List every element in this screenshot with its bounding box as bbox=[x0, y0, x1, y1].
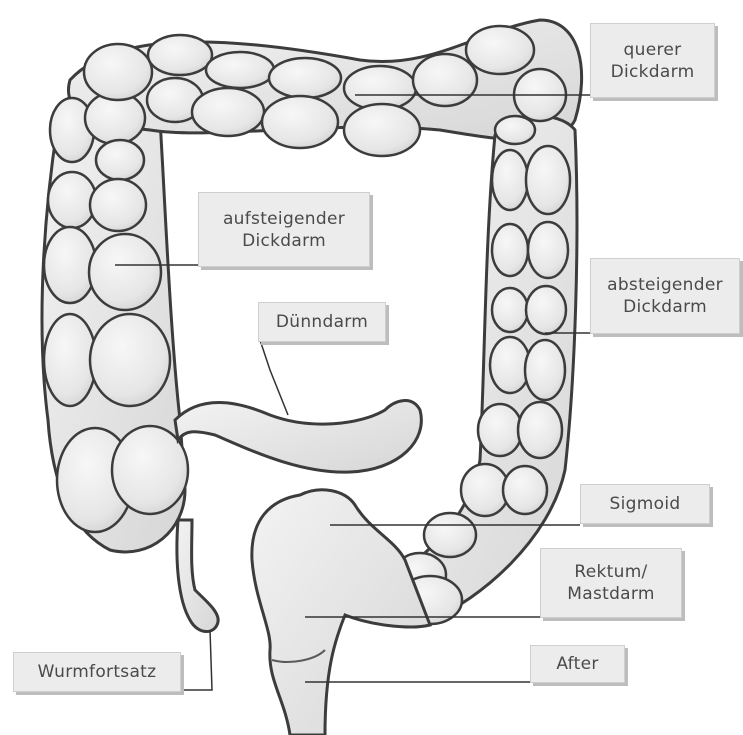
small-intestine bbox=[175, 401, 421, 473]
label-wurmfortsatz: Wurmfortsatz bbox=[13, 652, 181, 692]
label-wurmfortsatz-text: Wurmfortsatz bbox=[38, 661, 157, 683]
label-after: After bbox=[530, 645, 625, 683]
label-aufsteigender-line1: aufsteigender bbox=[223, 208, 345, 230]
label-aufsteigender-dickdarm: aufsteigender Dickdarm bbox=[198, 192, 370, 267]
label-rektum-line2: Mastdarm bbox=[567, 583, 654, 605]
label-querer-line1: querer bbox=[624, 39, 682, 61]
label-aufsteigender-line2: Dickdarm bbox=[242, 230, 326, 252]
label-duenndarm-text: Dünndarm bbox=[276, 311, 368, 333]
label-after-text: After bbox=[556, 653, 598, 675]
label-rektum-mastdarm: Rektum/ Mastdarm bbox=[540, 548, 682, 618]
label-sigmoid: Sigmoid bbox=[580, 484, 710, 524]
label-absteigender-dickdarm: absteigender Dickdarm bbox=[590, 258, 740, 334]
label-querer-dickdarm: querer Dickdarm bbox=[590, 23, 715, 98]
label-absteigender-line2: Dickdarm bbox=[623, 296, 707, 318]
label-absteigender-line1: absteigender bbox=[607, 274, 723, 296]
label-rektum-line1: Rektum/ bbox=[574, 561, 647, 583]
label-querer-line2: Dickdarm bbox=[611, 61, 695, 83]
appendix bbox=[177, 520, 218, 632]
label-duenndarm: Dünndarm bbox=[258, 302, 386, 342]
label-sigmoid-text: Sigmoid bbox=[610, 493, 681, 515]
rectum bbox=[252, 490, 430, 735]
